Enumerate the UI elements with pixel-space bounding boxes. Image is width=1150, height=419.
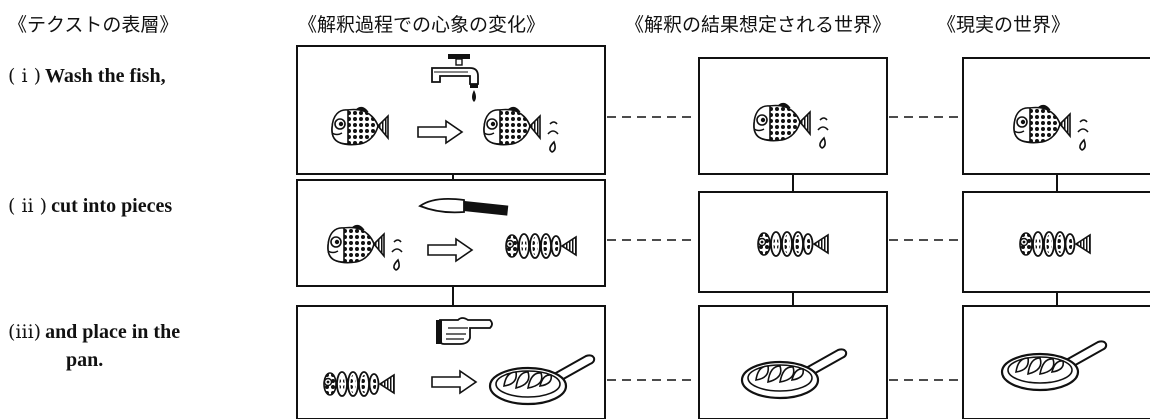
- header-mental-change: 《解釈過程での心象の変化》: [298, 14, 546, 36]
- header-assumed-world: 《解釈の結果想定される世界》: [625, 14, 892, 36]
- step-2-number: ( ii ): [8, 195, 48, 217]
- step-2: ( ii )cut into pieces: [8, 192, 172, 220]
- real-box-1: [962, 57, 1150, 175]
- water-drops-icon: [1077, 119, 1089, 151]
- step-3-number: (iii): [8, 321, 42, 343]
- frying-pan-icon: [740, 348, 848, 400]
- header-text-surface: 《テクストの表層》: [8, 14, 179, 36]
- process-box-3: [296, 305, 606, 419]
- arrow-right-icon: [417, 120, 463, 144]
- fish-icon: [753, 102, 811, 142]
- faucet-icon: [431, 54, 479, 102]
- step-3-continued: pan.: [62, 346, 103, 374]
- water-drops-icon: [547, 121, 559, 153]
- pointing-hand-icon: [436, 317, 493, 345]
- water-drops-icon: [391, 239, 403, 271]
- step-1-number: ( i ): [8, 65, 41, 87]
- step-1-text: Wash the fish,: [44, 65, 166, 87]
- step-1: ( i )Wash the fish,: [8, 62, 166, 90]
- step-2-text: cut into pieces: [51, 195, 173, 217]
- fish-icon: [1013, 104, 1071, 144]
- dashed-connectors: [607, 116, 961, 381]
- real-box-3: [962, 305, 1150, 419]
- fish-slices-icon: [757, 231, 829, 257]
- header-real-world: 《現実の世界》: [937, 14, 1071, 36]
- frying-pan-icon: [1000, 340, 1108, 392]
- fish-icon: [483, 106, 541, 146]
- step-3-text: and place in the: [45, 321, 181, 343]
- process-box-1: [296, 45, 606, 175]
- step-3-text2: pan.: [66, 349, 104, 371]
- fish-slices-icon: [1019, 231, 1091, 257]
- frying-pan-icon: [488, 354, 596, 406]
- fish-slices-icon: [323, 371, 395, 397]
- water-drops-icon: [817, 117, 829, 149]
- knife-icon: [418, 197, 509, 216]
- fish-icon: [331, 106, 389, 146]
- arrow-right-icon: [427, 238, 473, 262]
- real-box-2: [962, 191, 1150, 293]
- fish-icon: [327, 224, 385, 264]
- process-box-2: [296, 179, 606, 287]
- arrow-right-icon: [431, 370, 477, 394]
- step-3: (iii)and place in the: [8, 318, 180, 346]
- fish-slices-icon: [505, 233, 577, 259]
